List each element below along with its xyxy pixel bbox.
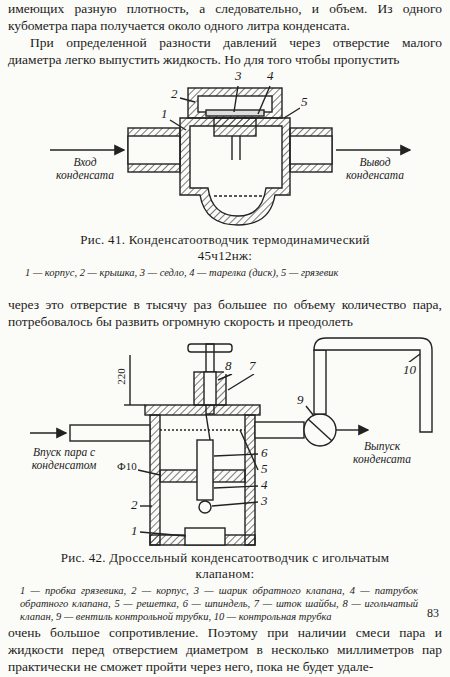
callout-number: 9 [296, 392, 305, 408]
callout-number: 3 [234, 68, 243, 84]
callout-number: 2 [130, 497, 139, 513]
caption-legend: 1 — пробка грязевика, 2 — корпус, 3 — ша… [20, 584, 418, 623]
callout-number: 4 [266, 68, 275, 84]
callout-number: 8 [224, 358, 233, 374]
callout-number: 10 [402, 362, 417, 378]
callout-number: 2 [170, 86, 179, 102]
callout-number: 1 [130, 523, 139, 539]
flow-label: Вход конденсата [46, 156, 124, 182]
flow-label: Впуск пара с конденсатом [14, 446, 114, 472]
body-text: очень большое сопротивление. Поэтому при… [8, 624, 442, 675]
body-text: При определенной разности давлений через… [8, 34, 442, 68]
callout-number: 5 [260, 461, 269, 477]
caption-legend: 1 — корпус, 2 — крышка, 3 — седло, 4 — т… [25, 266, 425, 279]
body-text: через это отверстие в тысячу раз большее… [8, 296, 442, 330]
flow-label: Выпуск конденсата [344, 440, 420, 466]
callout-number: 4 [260, 477, 269, 493]
callout-number: 6 [260, 445, 269, 461]
body-text: имеющих разную плотность, а следовательн… [8, 0, 442, 34]
dimension: Ф10 [116, 460, 138, 473]
callout-number: 7 [248, 358, 257, 374]
callout-number: 1 [160, 106, 169, 122]
callout-number: 3 [260, 493, 269, 509]
figure-caption: Рис. 41. Конденсатоотводчик термодинамич… [55, 232, 395, 264]
callout-number: 5 [300, 94, 309, 110]
figure-caption: Рис. 42. Дроссельный конденсатоотводчик … [60, 550, 390, 582]
flow-label: Вывод конденсата [334, 156, 416, 182]
page-number: 83 [426, 606, 440, 620]
dimension: 220 [115, 367, 128, 386]
